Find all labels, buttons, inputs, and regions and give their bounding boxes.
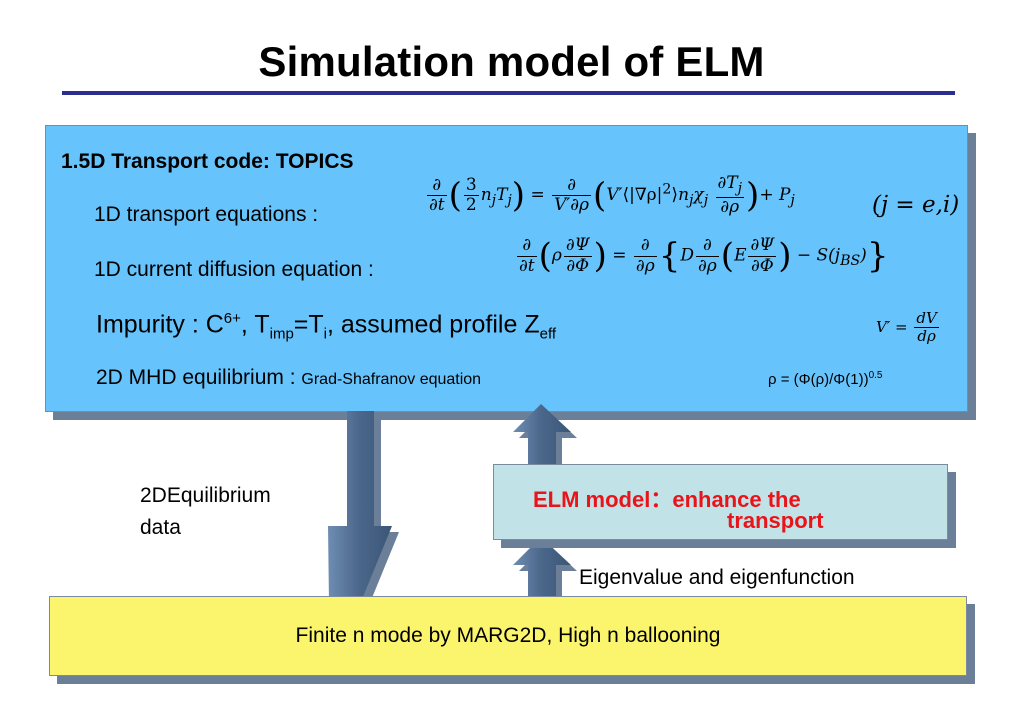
marg-to-elm-up-arrow-body	[513, 537, 571, 598]
rho-definition: ρ = (Φ(ρ)/Φ(1))0.5	[768, 370, 883, 388]
species-index: (j = e,i)	[872, 192, 960, 218]
topics-heading: 1.5D Transport code: TOPICS	[61, 150, 354, 173]
elm-model-line1: ELM model：enhance the	[533, 487, 801, 512]
elm-to-topics-up-arrow-body	[513, 404, 571, 464]
elm-model-box	[493, 464, 948, 540]
topics-box	[45, 125, 968, 412]
current-diffusion-label: 1D current diffusion equation :	[94, 258, 374, 281]
marg2d-text: Finite n mode by MARG2D, High n ballooni…	[295, 624, 721, 647]
page-title: Simulation model of ELM	[258, 38, 765, 85]
elm-model-line2: transport	[727, 508, 824, 533]
equilibrium-down-arrow-body	[328, 411, 392, 604]
title-underline	[62, 91, 955, 95]
current-diffusion-equation: ∂∂t(ρ∂Ψ∂Φ) = ∂∂ρ{D∂∂ρ(E∂Ψ∂Φ) − S(jBS)}	[517, 235, 889, 277]
equilibrium-data-label-line1: 2DEquilibrium	[140, 484, 271, 507]
equilibrium-data-label-line2: data	[140, 516, 181, 539]
marg2d-box	[49, 596, 967, 676]
transport-equations-label: 1D transport equations :	[94, 203, 319, 226]
eigen-label: Eigenvalue and eigenfunction	[579, 566, 855, 589]
mhd-equilibrium-line: 2D MHD equilibrium : Grad-Shafranov equa…	[96, 366, 482, 389]
impurity-line: Impurity : C6+, Timp=Ti, assumed profile…	[96, 310, 557, 343]
